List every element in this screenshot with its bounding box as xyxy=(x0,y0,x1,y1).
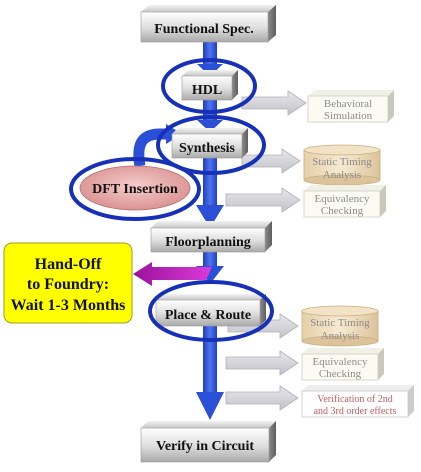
sta1-line-1: Static Timing xyxy=(312,156,372,168)
static-timing-cylinder-1: Static Timing Analysis xyxy=(303,144,381,186)
box-verify: Verify in Circuit xyxy=(140,421,276,463)
eq1-line-2: Checking xyxy=(321,205,364,217)
equivalency-checking-box-1: Equivalency Checking xyxy=(303,185,386,218)
handoff-arrow xyxy=(133,262,212,286)
behavioral-line-2: Simulation xyxy=(324,110,373,122)
verif-line-2: and 3rd order effects xyxy=(314,406,397,417)
eq2-line-2: Checking xyxy=(319,368,362,380)
highlight-rings xyxy=(148,58,274,342)
eq1-line-1: Equivalency xyxy=(315,193,370,205)
label-synthesis: Synthesis xyxy=(179,141,236,156)
sta2-line-1: Static Timing xyxy=(310,317,370,329)
handoff-line-3: Wait 1-3 Months xyxy=(11,297,126,314)
label-place-route: Place & Route xyxy=(165,308,251,323)
handoff-line-1: Hand-Off xyxy=(35,256,102,273)
behavioral-simulation-box: Behavioral Simulation xyxy=(307,90,394,123)
box-place-route: Place & Route xyxy=(155,294,266,327)
label-hdl: HDL xyxy=(192,83,222,98)
label-dft-insertion: DFT Insertion xyxy=(92,182,178,197)
box-floorplanning: Floorplanning xyxy=(150,221,272,253)
handoff-box: Hand-Off to Foundry: Wait 1-3 Months xyxy=(3,242,133,324)
handoff-line-2: to Foundry: xyxy=(27,276,109,293)
label-floorplanning: Floorplanning xyxy=(165,235,251,250)
eq2-line-1: Equivalency xyxy=(313,356,368,368)
equivalency-checking-box-2: Equivalency Checking xyxy=(301,348,384,381)
label-verify: Verify in Circuit xyxy=(156,439,254,454)
sta1-line-2: Analysis xyxy=(323,169,362,181)
behavioral-line-1: Behavioral xyxy=(324,98,372,110)
static-timing-cylinder-2: Static Timing Analysis xyxy=(301,305,379,347)
verif-line-1: Verification of 2nd xyxy=(317,394,393,405)
verification-effects-box: Verification of 2nd and 3rd order effect… xyxy=(301,385,414,418)
box-hdl: HDL xyxy=(181,70,238,101)
label-functional-spec: Functional Spec. xyxy=(154,22,254,37)
box-synthesis: Synthesis xyxy=(171,128,248,159)
box-functional-spec: Functional Spec. xyxy=(140,5,276,43)
side-arrows xyxy=(225,90,307,411)
dft-insertion: DFT Insertion xyxy=(69,157,201,221)
sta2-line-2: Analysis xyxy=(321,330,360,342)
